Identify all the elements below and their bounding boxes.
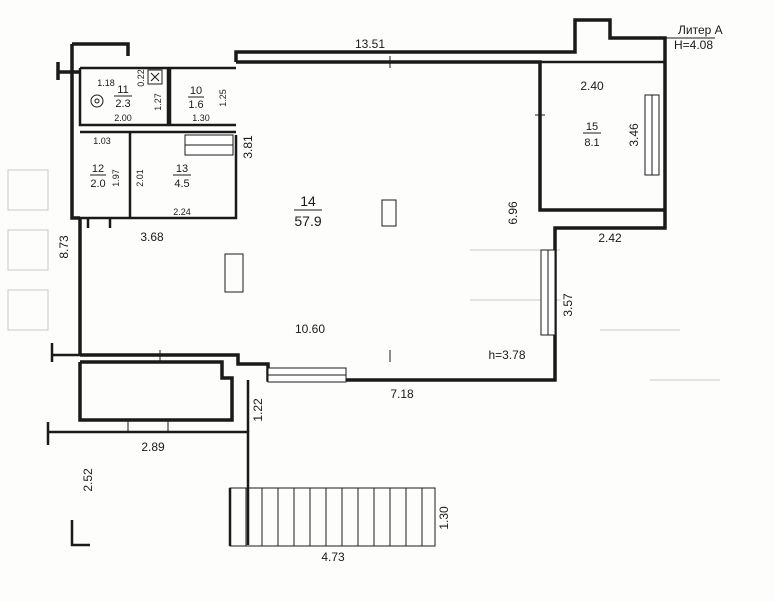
wall-ticks bbox=[127, 56, 545, 432]
dim-right-lower: 3.57 bbox=[561, 293, 575, 317]
room-15-walls bbox=[540, 60, 665, 176]
staircase bbox=[228, 487, 436, 547]
windows bbox=[267, 249, 556, 383]
dim-r11-small: 0.22 bbox=[136, 69, 146, 87]
dim-r10-width: 1.30 bbox=[192, 113, 210, 123]
room-number-11: 11 bbox=[117, 84, 128, 96]
room-number-15: 15 bbox=[586, 121, 598, 133]
lower-annex-walls bbox=[46, 343, 250, 547]
dim-left-total: 8.73 bbox=[57, 235, 71, 259]
dim-r12-top: 1.03 bbox=[93, 136, 111, 146]
dim-lower-width: 2.89 bbox=[141, 440, 165, 454]
columns bbox=[224, 199, 397, 293]
height-label: H=4.08 bbox=[674, 38, 713, 52]
dimension-labels: 13.51 2.40 3.46 2.42 6.96 3.57 10.60 h=3… bbox=[57, 37, 641, 564]
dim-r12-height: 1.97 bbox=[111, 169, 121, 187]
room-number-10: 10 bbox=[190, 85, 202, 97]
dim-ceiling: h=3.78 bbox=[488, 348, 525, 362]
dim-r11-width: 2.00 bbox=[114, 113, 132, 123]
dim-r13-side: 2.01 bbox=[135, 169, 145, 187]
dim-lower-height: 2.52 bbox=[81, 468, 95, 492]
dim-r13-height: 3.81 bbox=[241, 135, 255, 159]
fixtures bbox=[90, 69, 163, 108]
room-number-12: 12 bbox=[92, 163, 104, 175]
main-hall-walls bbox=[56, 18, 667, 382]
dim-right-step: 2.42 bbox=[598, 231, 622, 245]
toilet-icon bbox=[90, 94, 104, 108]
dim-r11-top: 1.18 bbox=[97, 78, 115, 88]
dim-top: 13.51 bbox=[355, 37, 385, 51]
dim-bottom-wall: 7.18 bbox=[390, 387, 414, 401]
dim-r13-width: 2.24 bbox=[173, 207, 191, 217]
room-number-14: 14 bbox=[300, 193, 316, 209]
dim-corridor-width: 3.68 bbox=[140, 230, 164, 244]
room-area-12: 2.0 bbox=[90, 178, 105, 190]
room-number-13: 13 bbox=[176, 163, 188, 175]
dim-stair-run: 1.30 bbox=[437, 506, 451, 530]
dim-r14-bottom: 10.60 bbox=[295, 322, 325, 336]
sink-icon bbox=[147, 69, 163, 85]
dim-stair-width: 4.73 bbox=[321, 550, 345, 564]
dim-r10-height: 1.25 bbox=[218, 89, 228, 107]
dim-r15-width: 2.40 bbox=[580, 79, 604, 93]
background-grid bbox=[7, 169, 720, 381]
room-labels: 10 1.6 11 2.3 12 2.0 13 4.5 14 57.9 15 8… bbox=[90, 84, 601, 229]
room-area-10: 1.6 bbox=[188, 99, 203, 111]
service-rooms bbox=[78, 66, 236, 228]
room-area-11: 2.3 bbox=[115, 98, 130, 110]
dim-r15-height: 3.46 bbox=[627, 123, 641, 147]
room-area-15: 8.1 bbox=[584, 137, 599, 149]
dim-r11-height: 1.27 bbox=[153, 93, 163, 111]
dim-r14-right: 6.96 bbox=[506, 201, 520, 225]
dim-stair-height: 1.22 bbox=[251, 398, 265, 422]
room-area-13: 4.5 bbox=[174, 178, 189, 190]
liter-label: Литер А bbox=[678, 23, 723, 37]
room-area-14: 57.9 bbox=[294, 213, 321, 229]
